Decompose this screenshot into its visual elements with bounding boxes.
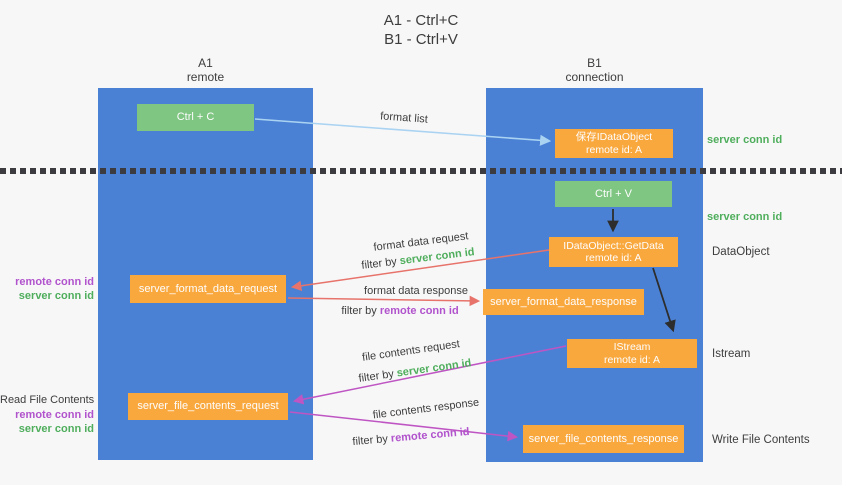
ctrl-v-label: Ctrl + V <box>595 187 632 200</box>
istream-box: IStream remote id: A <box>567 339 697 368</box>
left-remote-conn-id-label-bottom: remote conn id <box>15 409 94 421</box>
lane-header-b1: B1 connection <box>486 56 703 84</box>
server-file-contents-request-label: server_file_contents_request <box>137 400 279 412</box>
lane-a1-subtitle: remote <box>186 70 225 84</box>
ctrl-v-box: Ctrl + V <box>555 181 672 207</box>
lane-b1-subtitle: connection <box>565 70 624 84</box>
save-idataobject-line1: 保存IDataObject <box>575 131 653 143</box>
server-format-data-response-label: server_format_data_response <box>490 295 637 308</box>
filter-by-text: filter by <box>352 432 392 449</box>
server-format-data-response-box: server_format_data_response <box>483 289 644 315</box>
session-separator-dotted-line <box>0 168 842 174</box>
server-file-contents-response-box: server_file_contents_response <box>523 425 684 453</box>
idataobject-getdata-box: IDataObject::GetData remote id: A <box>549 237 678 267</box>
left-server-conn-id-label-top: server conn id <box>18 290 94 302</box>
read-file-contents-label: Read File Contents <box>0 394 95 406</box>
istream-side-label: Istream <box>712 348 751 360</box>
format-list-label: format list <box>379 110 429 126</box>
left-server-conn-id-label-bottom: server conn id <box>18 423 94 435</box>
save-idataobject-line2: remote id: A <box>585 143 643 156</box>
diagram-title: A1 - Ctrl+C B1 - Ctrl+V <box>0 11 842 49</box>
format-data-response-label: format data response <box>364 285 468 297</box>
filter-by-text: filter by <box>360 255 401 272</box>
server-format-data-request-label: server_format_data_request <box>138 282 278 295</box>
ctrl-c-box: Ctrl + C <box>137 104 254 131</box>
filter-by-text: filter by <box>341 305 380 317</box>
left-remote-conn-id-label-top: remote conn id <box>15 276 94 288</box>
server-format-data-request-box: server_format_data_request <box>130 275 286 303</box>
server-conn-id-highlight: server conn id <box>395 357 473 380</box>
istream-line2: remote id: A <box>603 353 661 366</box>
lane-b1-name: B1 <box>587 56 602 70</box>
write-file-contents-label: Write File Contents <box>712 434 810 446</box>
ctrl-c-label: Ctrl + C <box>176 111 215 123</box>
filter-by-remote-conn-id-label-1: filter by remote conn id <box>341 305 458 317</box>
save-idataobject-box: 保存IDataObject remote id: A <box>555 129 673 158</box>
title-line-2: B1 - Ctrl+V <box>384 31 458 48</box>
lane-a1-name: A1 <box>198 56 213 70</box>
title-line-1: A1 - Ctrl+C <box>383 12 459 29</box>
dataobject-side-label: DataObject <box>712 246 770 258</box>
filter-by-remote-conn-id-label-2: filter by remote conn id <box>352 426 470 448</box>
istream-line1: IStream <box>613 341 651 353</box>
arrow-format-data-response <box>287 295 481 307</box>
getdata-line1: IDataObject::GetData <box>563 239 664 252</box>
right-server-conn-id-label-mid: server conn id <box>707 211 783 223</box>
server-file-contents-response-label: server_file_contents_response <box>528 432 679 445</box>
filter-by-text: filter by <box>357 367 398 385</box>
remote-conn-id-highlight: remote conn id <box>390 425 470 445</box>
remote-conn-id-highlight: remote conn id <box>379 305 459 317</box>
server-file-contents-request-box: server_file_contents_request <box>128 393 288 420</box>
lane-header-a1: A1 remote <box>98 56 313 84</box>
getdata-line2: remote id: A <box>585 252 642 264</box>
file-contents-response-label: file contents response <box>372 396 480 422</box>
right-server-conn-id-label-top: server conn id <box>707 134 783 146</box>
